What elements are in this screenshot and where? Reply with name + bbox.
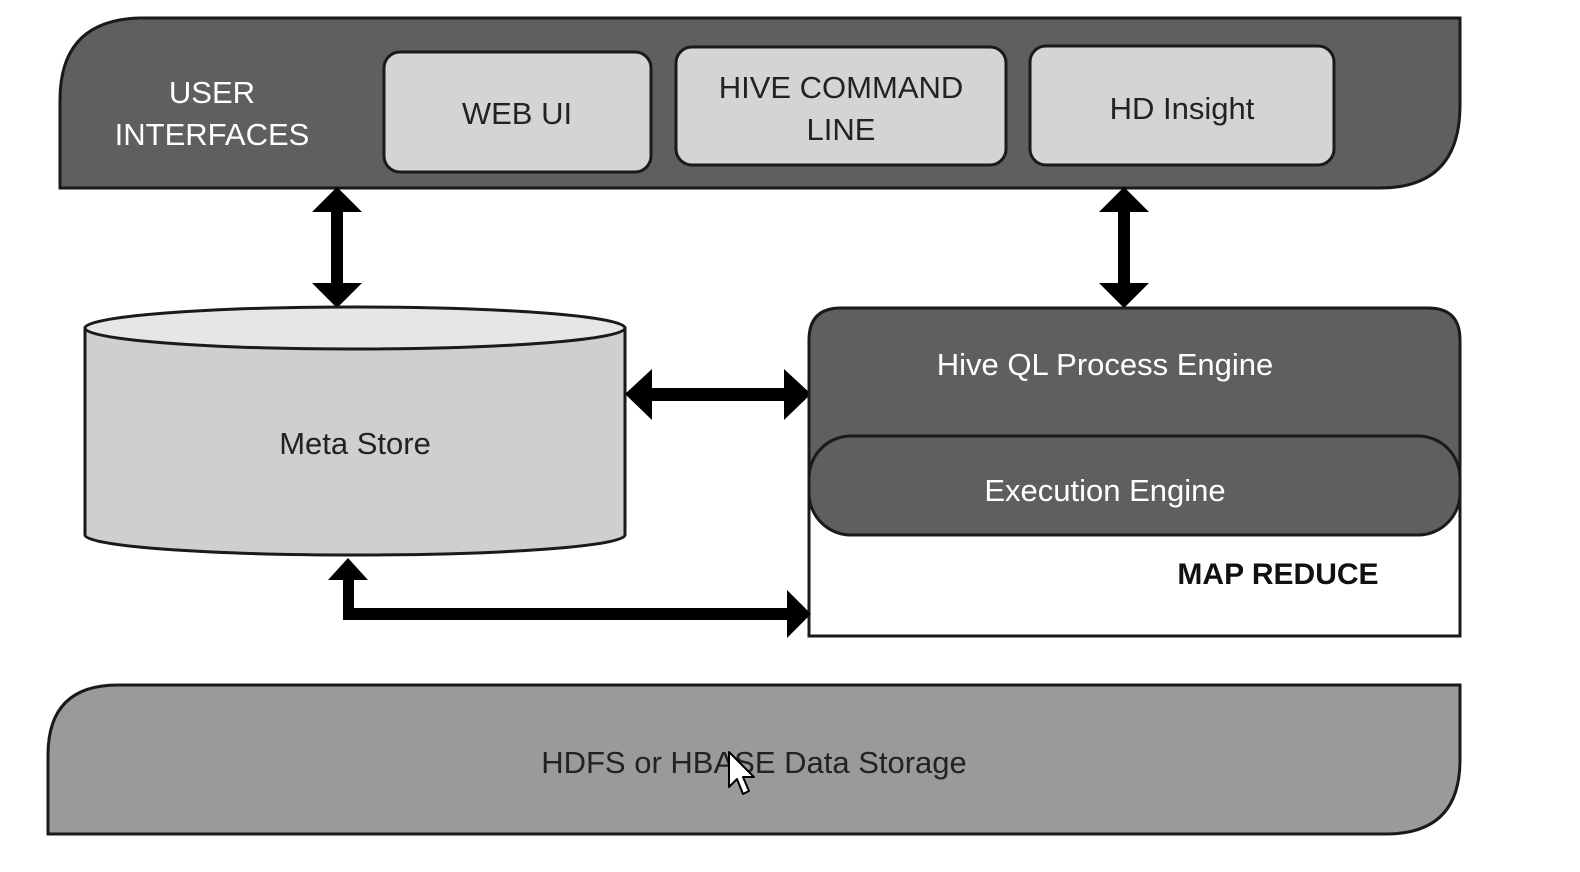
- user-interfaces-band: USER INTERFACES WEB UI HIVE COMMAND LINE…: [58, 16, 1462, 190]
- hive-command-line-label-2: LINE: [807, 112, 876, 147]
- web-ui-label: WEB UI: [462, 96, 572, 131]
- mouse-cursor-icon: [728, 751, 755, 795]
- execution-engine-label: Execution Engine: [984, 473, 1225, 508]
- data-storage-panel: [46, 683, 1462, 836]
- web-ui-box: [382, 50, 653, 174]
- hd-insight-box: [1028, 44, 1336, 167]
- arrow-metastore-to-mapreduce: [328, 558, 811, 638]
- meta-store-label: Meta Store: [279, 426, 431, 461]
- hive-ql-engine-panel: [807, 306, 1462, 472]
- data-storage-label: HDFS or HBASE Data Storage: [541, 745, 967, 780]
- user-interfaces-title-line2: INTERFACES: [115, 117, 310, 152]
- meta-store-cylinder: Meta Store: [83, 305, 627, 557]
- data-storage-band: HDFS or HBASE Data Storage: [46, 683, 1462, 836]
- hive-command-line-box: [674, 45, 1008, 167]
- hd-insight-label: HD Insight: [1110, 91, 1255, 126]
- hive-command-line-label-1: HIVE COMMAND: [719, 70, 964, 105]
- arrow-ui-to-metastore: [312, 187, 362, 308]
- arrow-ui-to-hive-engine: [1099, 187, 1149, 308]
- execution-engine-panel: [807, 434, 1462, 537]
- hive-ql-engine-label: Hive QL Process Engine: [937, 347, 1274, 382]
- map-reduce-container: Hive QL Process Engine Execution Engine …: [807, 306, 1462, 638]
- arrow-metastore-to-engine: [625, 369, 811, 420]
- map-reduce-label: MAP REDUCE: [1177, 558, 1378, 591]
- user-interfaces-title-line1: USER: [169, 75, 255, 110]
- meta-store-top: [83, 305, 627, 351]
- meta-store-body: [83, 326, 627, 557]
